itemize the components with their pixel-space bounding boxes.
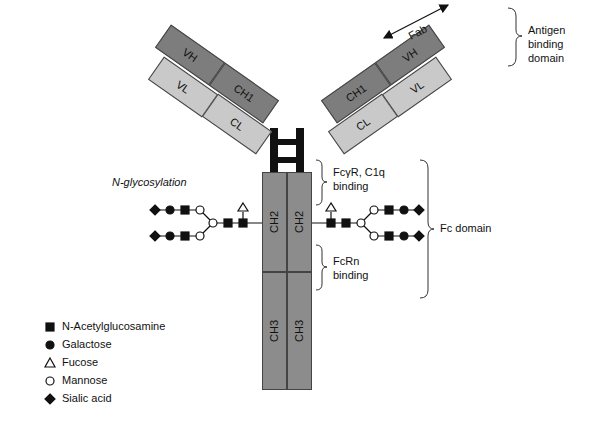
domain-label: CL: [228, 115, 246, 133]
domain-label: CH3: [293, 320, 305, 342]
domain-label: CH2: [293, 211, 305, 233]
domain-label: CL: [354, 115, 372, 133]
annotation-label: N-glycosylation: [112, 176, 222, 190]
domain-label: VH: [400, 46, 419, 65]
glycan-right: [312, 203, 424, 241]
domain-block: CH3: [287, 272, 312, 390]
domain-block: CH3: [262, 272, 287, 390]
domain-label: VL: [174, 78, 192, 96]
domain-label: VH: [180, 46, 199, 65]
legend-symbols: [45, 323, 55, 404]
domain-label: VL: [408, 78, 426, 96]
legend-text: Mannose: [62, 374, 107, 388]
legend-text: N-Acetylglucosamine: [62, 320, 165, 334]
legend-text: Galactose: [62, 338, 112, 352]
legend-text: Fucose: [62, 356, 98, 370]
domain-block: CH2: [287, 172, 312, 272]
annotation-label: Antigen binding domain: [528, 24, 598, 65]
brackets: [316, 8, 522, 298]
hinge: [270, 128, 304, 174]
annotation-label: FcγR, C1q binding: [333, 166, 418, 194]
annotation-label: Fc domain: [440, 222, 520, 236]
domain-block: CH2: [262, 172, 287, 272]
domain-label: CH1: [232, 82, 257, 104]
domain-label: CH3: [268, 320, 280, 342]
legend-text: Sialic acid: [62, 392, 112, 406]
annotation-label: FcRn binding: [333, 255, 393, 283]
domain-label: CH1: [344, 82, 369, 104]
domain-label: CH2: [268, 211, 280, 233]
glycan-left: [150, 203, 262, 241]
